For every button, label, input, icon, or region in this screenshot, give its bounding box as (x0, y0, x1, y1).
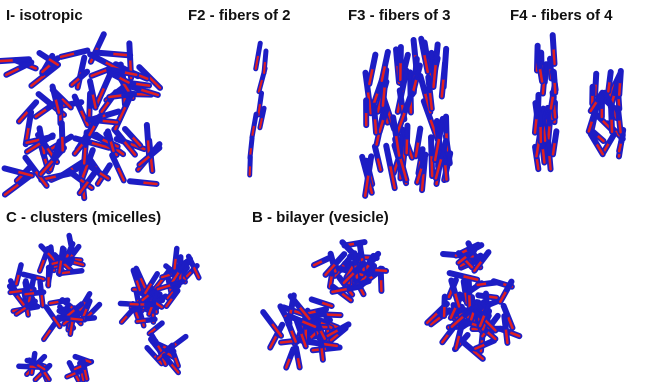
rod-segment (621, 135, 623, 142)
rod-segment (69, 236, 71, 244)
panel-clusters-rods (10, 236, 199, 381)
rod-segment (69, 318, 82, 319)
rod-segment (420, 76, 424, 92)
panel-fibers-of-2-rods (250, 43, 266, 175)
rod-segment (31, 74, 46, 86)
rod-segment (35, 292, 43, 293)
rod-segment (104, 165, 109, 173)
rod-segment (619, 82, 620, 95)
rod-segment (0, 60, 14, 61)
rod-segment (265, 51, 266, 61)
rod-segment (14, 59, 29, 60)
rod-segment (61, 248, 63, 259)
rod-segment (535, 118, 537, 133)
rod-segment (469, 294, 470, 309)
rod-segment (554, 72, 555, 81)
rod-segment (396, 49, 397, 64)
panel-bilayer-rods (263, 242, 519, 367)
rod-segment (130, 181, 142, 182)
rod-segment (553, 35, 554, 48)
rod-segment (464, 281, 465, 291)
rod-segment (113, 70, 123, 72)
rod-segment (620, 71, 621, 82)
rod-segment (548, 142, 549, 154)
rod-segment (383, 86, 385, 106)
rod-segment (549, 154, 550, 169)
rod-segment (432, 155, 433, 176)
rod-segment (555, 131, 557, 141)
rod-segment (71, 271, 81, 272)
rod-segment (543, 148, 545, 163)
rod-segment (59, 317, 69, 318)
rod-segment (251, 138, 252, 147)
rod-segment (29, 112, 31, 126)
rod-segment (176, 248, 177, 257)
rod-segment (10, 291, 23, 293)
rod-segment (88, 120, 101, 121)
panel-isotropic-rods (0, 34, 160, 198)
rod-segment (32, 277, 34, 288)
rod-segment (39, 53, 47, 58)
rod-segment (175, 257, 176, 268)
rod-segment (414, 40, 415, 54)
rod-segment (610, 72, 611, 81)
rod-segment (19, 265, 21, 274)
rod-segment (374, 106, 375, 118)
rod-segment (83, 360, 85, 369)
rod-segment (147, 319, 155, 320)
rod-segment (538, 56, 540, 67)
rod-segment (86, 318, 94, 319)
rod-segment (550, 59, 551, 68)
rod-segment (444, 63, 445, 78)
rod-segment (436, 44, 438, 63)
rod-segment (321, 347, 322, 360)
rod-segment (325, 315, 340, 316)
rod-segment (418, 129, 420, 141)
rod-segment (264, 61, 265, 73)
panel-fibers-of-4-rods (535, 35, 623, 169)
rod-segment (431, 137, 432, 154)
panel-fibers-of-3-rods (362, 39, 450, 196)
rod-segment (428, 77, 430, 91)
rod-segment (123, 94, 134, 95)
rod-segment (504, 316, 505, 328)
rod-segment (331, 254, 333, 262)
rod-segment (25, 283, 26, 291)
rod-segment (260, 93, 261, 103)
rod-segment (129, 43, 130, 59)
rod-segment (317, 309, 326, 311)
rod-segment (354, 253, 355, 264)
rod-segment (400, 90, 402, 103)
rod-segment (262, 108, 264, 117)
rod-segment (254, 114, 256, 125)
rod-segment (23, 274, 32, 276)
rod-segment (374, 270, 386, 271)
rod-segment (618, 108, 619, 119)
rod-segment (506, 328, 508, 343)
rod-segment (375, 118, 376, 133)
rod-segment (147, 125, 148, 139)
rod-segment (84, 146, 85, 163)
rod-segment (537, 106, 538, 118)
rod-segment (101, 121, 117, 123)
rod-segment (488, 283, 496, 284)
rod-segment (97, 53, 112, 54)
